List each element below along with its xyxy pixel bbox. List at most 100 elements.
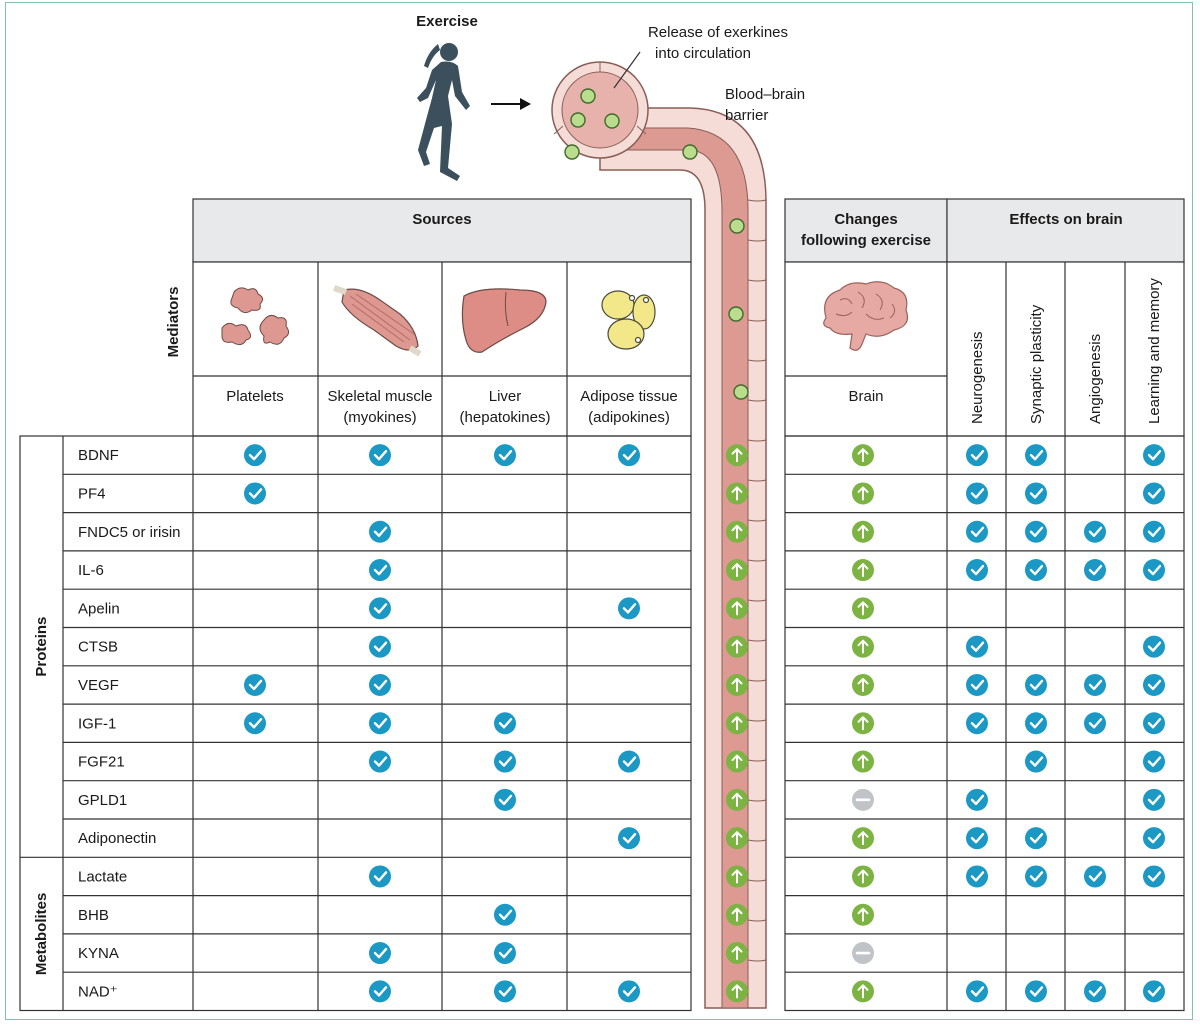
up-arrow-circle-icon — [852, 903, 874, 926]
effects-header-cell — [946, 198, 1185, 263]
check-circle-icon — [1143, 750, 1165, 773]
brain-label: Brain — [848, 388, 883, 405]
check-circle-icon — [369, 942, 391, 965]
mediator-name: BHB — [78, 907, 109, 924]
dash-circle-icon — [852, 788, 874, 811]
check-circle-icon — [966, 712, 988, 735]
platelets-icon — [221, 287, 290, 346]
up-arrow-circle-icon — [852, 750, 874, 773]
mediator-name: BDNF — [78, 447, 119, 464]
table-row: BDNF — [78, 444, 1165, 467]
up-arrow-circle-icon — [852, 980, 874, 1003]
vessel-cell-boundary — [747, 879, 767, 882]
check-circle-icon — [1143, 865, 1165, 888]
table-row: Adiponectin — [63, 818, 1184, 850]
check-circle-icon — [494, 444, 516, 467]
table-row: Apelin — [63, 588, 1184, 620]
mediator-name: PF4 — [78, 485, 106, 502]
table-row: FGF21 — [63, 741, 1184, 773]
vessel-cell-boundary — [747, 479, 767, 482]
brain-icon — [823, 281, 909, 351]
check-circle-icon — [618, 980, 640, 1003]
check-circle-icon — [966, 559, 988, 582]
check-circle-icon — [966, 827, 988, 850]
adipocytes-icon — [601, 290, 656, 350]
mediator-name: Adiponectin — [78, 830, 156, 847]
check-circle-icon — [244, 482, 266, 505]
source-label-line2-1: (myokines) — [343, 409, 416, 426]
mediator-name: FNDC5 or irisin — [78, 524, 181, 541]
check-circle-icon — [1143, 712, 1165, 735]
group-label-proteins: Proteins — [33, 617, 50, 677]
check-circle-icon — [1084, 712, 1106, 735]
check-circle-icon — [966, 482, 988, 505]
table-row: PF4 — [63, 473, 1184, 505]
up-arrow-circle-icon — [852, 559, 874, 582]
group-label-metabolites: Metabolites — [33, 893, 50, 976]
table-row: IGF-1 — [63, 703, 1184, 735]
check-circle-icon — [244, 712, 266, 735]
vessel-cell-boundary — [747, 639, 767, 642]
release-label-line2: into circulation — [655, 45, 751, 62]
up-arrow-circle-icon — [726, 520, 748, 543]
check-circle-icon — [966, 520, 988, 543]
check-circle-icon — [369, 635, 391, 658]
check-circle-icon — [1025, 673, 1047, 696]
mediator-name: Lactate — [78, 868, 127, 885]
up-arrow-circle-icon — [726, 673, 748, 696]
up-arrow-circle-icon — [726, 597, 748, 620]
table-row: KYNA — [63, 933, 1184, 965]
source-label-0: Platelets — [226, 388, 284, 405]
sources-header: Sources — [412, 211, 471, 228]
mediators-label: Mediators — [165, 287, 182, 358]
changes-header-line2: following exercise — [801, 232, 931, 249]
check-circle-icon — [494, 942, 516, 965]
mediator-name: IL-6 — [78, 562, 104, 579]
exerkine-dot — [604, 113, 620, 129]
check-circle-icon — [1143, 827, 1165, 850]
table-row: GPLD1 — [63, 780, 1184, 811]
muscle-icon — [333, 285, 422, 357]
source-label-3: Adipose tissue — [580, 388, 678, 405]
check-circle-icon — [1143, 673, 1165, 696]
sources-header-cell — [192, 198, 692, 263]
source-label-2: Liver — [489, 388, 522, 405]
release-label: Release of exerkines — [648, 24, 788, 41]
table-row: BHB — [63, 894, 1184, 926]
exerkine-dot — [564, 144, 580, 160]
check-circle-icon — [618, 597, 640, 620]
table-row: VEGF — [63, 665, 1184, 696]
check-circle-icon — [1143, 520, 1165, 543]
exercise-title: Exercise — [416, 13, 478, 30]
check-circle-icon — [966, 788, 988, 811]
vessel-cell-boundary — [747, 679, 767, 682]
check-circle-icon — [369, 865, 391, 888]
bbb-label-line2: barrier — [725, 107, 768, 124]
table-row: IL-6 — [63, 550, 1184, 582]
check-circle-icon — [966, 635, 988, 658]
check-circle-icon — [1025, 520, 1047, 543]
mediator-name: VEGF — [78, 677, 119, 694]
check-circle-icon — [966, 865, 988, 888]
changes-header-cell — [784, 198, 948, 263]
vessel-cell-boundary — [747, 799, 767, 802]
check-circle-icon — [1025, 827, 1047, 850]
up-arrow-circle-icon — [726, 750, 748, 773]
vessel-cell-boundary — [747, 759, 767, 762]
vessel-cell-boundary — [747, 959, 767, 962]
check-circle-icon — [494, 980, 516, 1003]
up-arrow-circle-icon — [726, 712, 748, 735]
vessel-cell-boundary — [747, 199, 767, 202]
check-circle-icon — [369, 673, 391, 696]
check-circle-icon — [966, 444, 988, 467]
check-circle-icon — [369, 559, 391, 582]
check-circle-icon — [369, 712, 391, 735]
vessel-cell-boundary — [747, 399, 767, 402]
check-circle-icon — [1084, 865, 1106, 888]
effects-header: Effects on brain — [1009, 211, 1122, 228]
up-arrow-circle-icon — [852, 444, 874, 467]
check-circle-icon — [1143, 635, 1165, 658]
check-circle-icon — [494, 750, 516, 773]
check-circle-icon — [618, 444, 640, 467]
